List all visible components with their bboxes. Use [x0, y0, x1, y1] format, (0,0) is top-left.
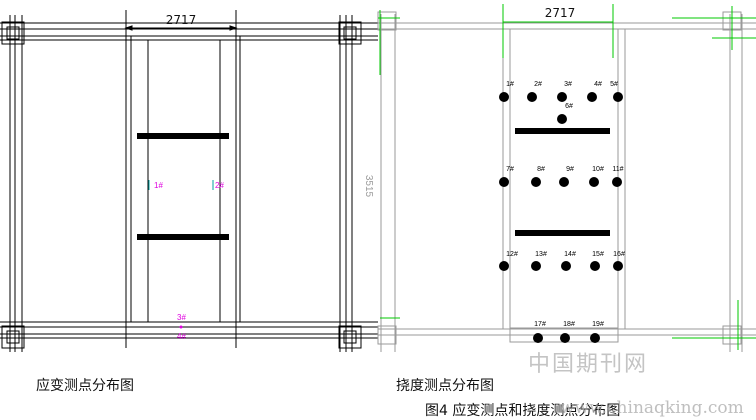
deflection-point-9 [559, 177, 569, 187]
strain-label-3: 3# [177, 313, 186, 322]
deflection-point-10 [589, 177, 599, 187]
deflection-label-12: 12# [506, 251, 518, 258]
watermark-cn: 中国期刊网 [528, 352, 649, 377]
deflection-label-3: 3# [564, 81, 572, 88]
deflection-point-17 [533, 333, 543, 343]
deflection-label-5: 5# [610, 81, 618, 88]
right-caption: 挠度测点分布图 [396, 378, 494, 394]
deflection-point-7 [499, 177, 509, 187]
deflection-label-8: 8# [537, 166, 545, 173]
deflection-point-13 [531, 261, 541, 271]
left-loading-beam-lower [137, 234, 229, 240]
strain-label-2: 2# [215, 181, 224, 190]
deflection-label-15: 15# [592, 251, 604, 258]
deflection-label-9: 9# [566, 166, 574, 173]
deflection-label-13: 13# [535, 251, 547, 258]
deflection-point-16 [613, 261, 623, 271]
deflection-point-6 [557, 114, 567, 124]
right-corner-columns [377, 11, 742, 345]
deflection-label-18: 18# [563, 321, 575, 328]
deflection-point-labels: 1# 2# 3# 4# 5# 6# 7# 8# 9# 10# 11# 12# 1… [506, 81, 625, 328]
deflection-label-19: 19# [592, 321, 604, 328]
left-frame-beams [0, 15, 378, 352]
deflection-point-11 [612, 177, 622, 187]
left-caption: 应变测点分布图 [36, 378, 134, 394]
deflection-point-8 [531, 177, 541, 187]
strain-point-3-4-marker [179, 325, 183, 329]
deflection-label-6: 6# [565, 103, 573, 110]
deflection-point-12 [499, 261, 509, 271]
deflection-point-18 [560, 333, 570, 343]
deflection-point-14 [561, 261, 571, 271]
deflection-label-11: 11# [612, 166, 623, 173]
left-loading-beam-upper [137, 133, 229, 139]
right-dimension-label: 2717 [545, 6, 576, 20]
deflection-label-2: 2# [534, 81, 542, 88]
deflection-point-2 [527, 92, 537, 102]
strain-label-1: 1# [154, 181, 163, 190]
right-side-dimension-label: 3515 [363, 175, 374, 198]
left-dimension-label: 2717 [166, 13, 197, 27]
left-strain-diagram [0, 10, 378, 352]
watermark-url: www.chinaqking.com [560, 398, 744, 418]
deflection-point-1 [499, 92, 509, 102]
left-strain-point-ticks [148, 180, 214, 190]
deflection-point-4 [587, 92, 597, 102]
deflection-point-5 [613, 92, 623, 102]
deflection-label-4: 4# [594, 81, 602, 88]
deflection-label-7: 7# [506, 166, 514, 173]
strain-point-labels: 1# 2# 3# 4# [154, 181, 224, 341]
deflection-label-17: 17# [534, 321, 546, 328]
deflection-label-14: 14# [564, 251, 576, 258]
left-dimension-line [124, 10, 238, 31]
deflection-point-19 [590, 333, 600, 343]
right-loading-beam-upper [515, 128, 610, 134]
deflection-point-dots [499, 92, 623, 343]
deflection-label-10: 10# [592, 166, 604, 173]
deflection-label-16: 16# [613, 251, 625, 258]
deflection-point-15 [590, 261, 600, 271]
deflection-label-1: 1# [506, 81, 514, 88]
right-loading-beam-lower [515, 230, 610, 236]
figure-caption: 图4 应变测点和挠度测点分布图 [425, 403, 621, 419]
left-corner-columns [1, 21, 362, 349]
left-inner-bay [125, 16, 241, 348]
deflection-point-3 [557, 92, 567, 102]
strain-label-4: 4# [177, 332, 186, 341]
right-dimension-lines [378, 4, 756, 350]
